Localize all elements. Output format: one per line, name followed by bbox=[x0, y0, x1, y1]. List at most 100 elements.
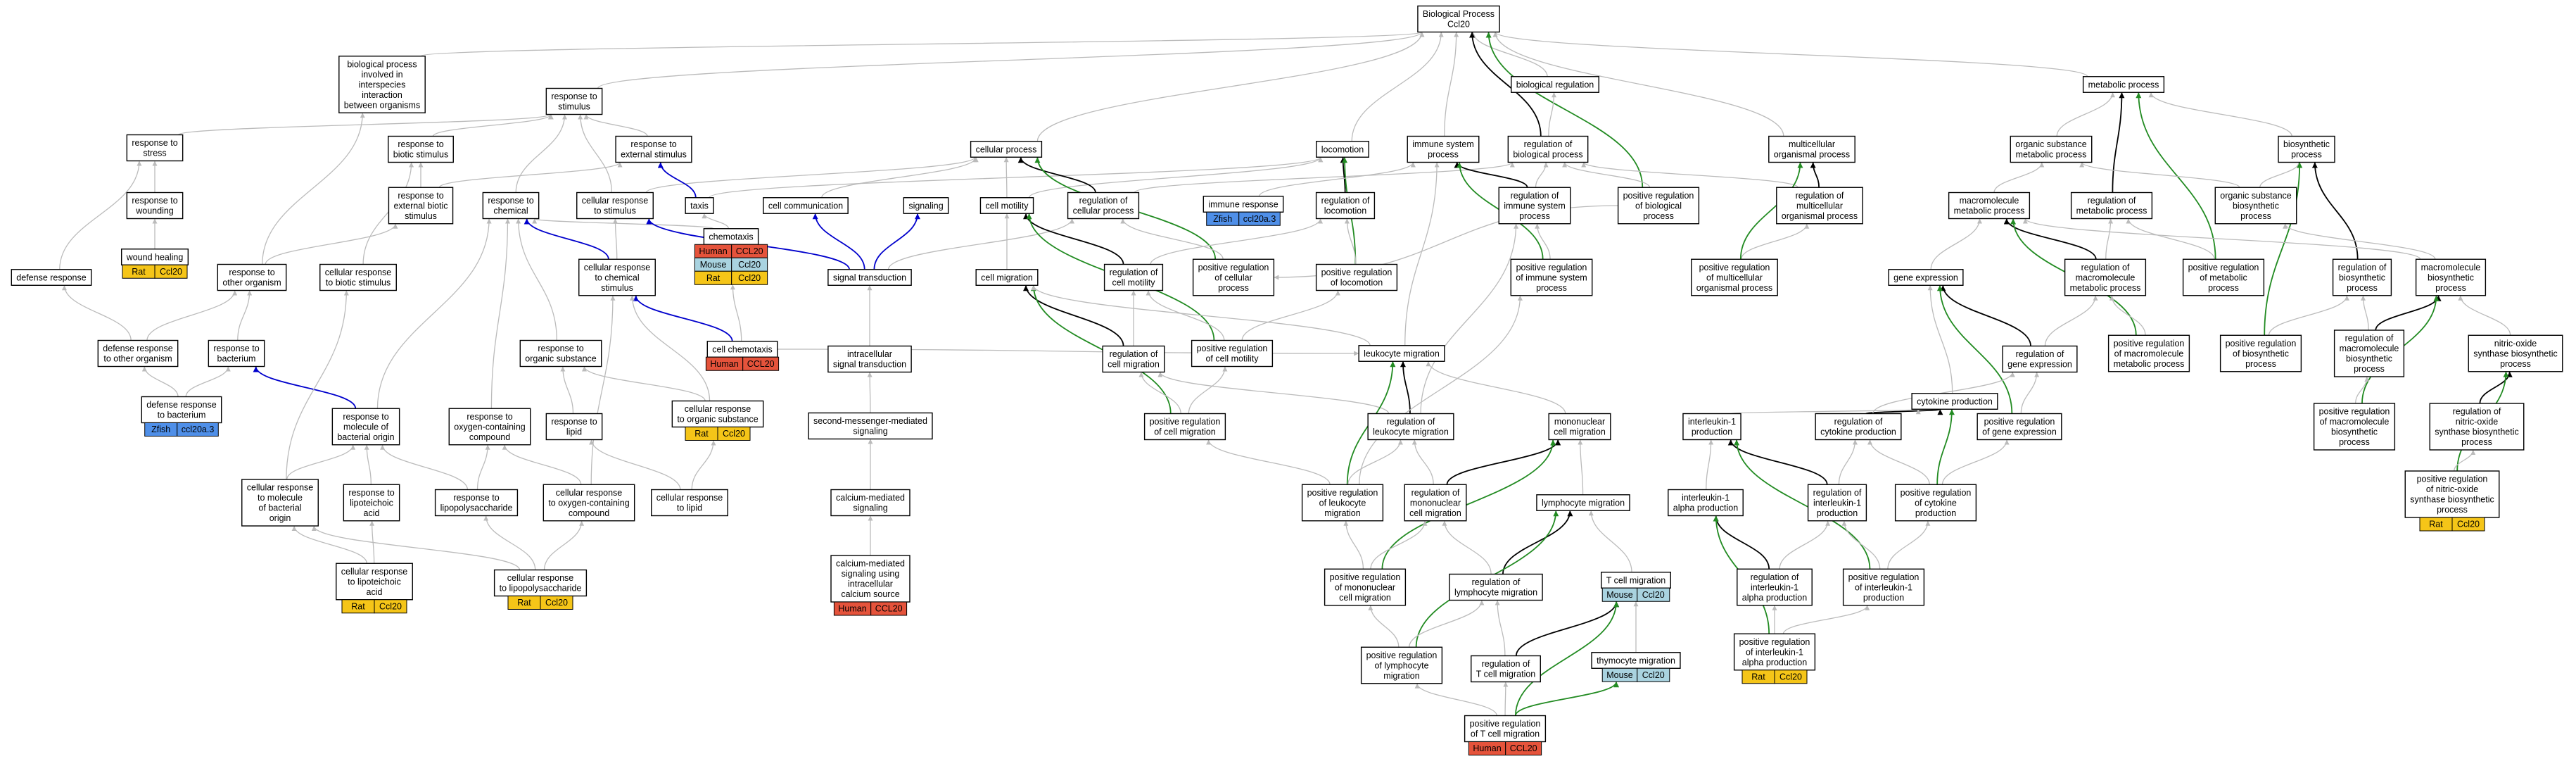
go-term-node[interactable]: lymphocyte migration bbox=[1536, 494, 1630, 511]
go-term-node[interactable]: cell motility bbox=[979, 197, 1034, 214]
go-term-node[interactable]: cytokine production bbox=[1911, 393, 1998, 410]
go-term-node[interactable]: locomotion bbox=[1316, 141, 1369, 158]
go-term-node[interactable]: gene expression bbox=[1888, 269, 1964, 286]
go-term-node[interactable]: regulation ofmacromoleculebiosyntheticpr… bbox=[2333, 329, 2405, 377]
go-term-node[interactable]: defense response bbox=[11, 269, 92, 286]
go-term-node[interactable]: metabolic process bbox=[2082, 76, 2165, 93]
go-term-node[interactable]: regulation ofT cell migration bbox=[1471, 655, 1541, 683]
go-term-node[interactable]: cell communication bbox=[763, 197, 849, 214]
go-term-node[interactable]: cellular process bbox=[970, 141, 1043, 158]
go-term-node[interactable]: taxis bbox=[685, 197, 714, 214]
go-term-node[interactable]: cell migration bbox=[975, 269, 1039, 286]
go-term-node[interactable]: leukocyte migration bbox=[1358, 345, 1445, 362]
go-term-node[interactable]: signaling bbox=[903, 197, 949, 214]
go-term-node[interactable]: signal transduction bbox=[827, 269, 912, 286]
go-term-node[interactable]: biological regulation bbox=[1511, 76, 1599, 93]
